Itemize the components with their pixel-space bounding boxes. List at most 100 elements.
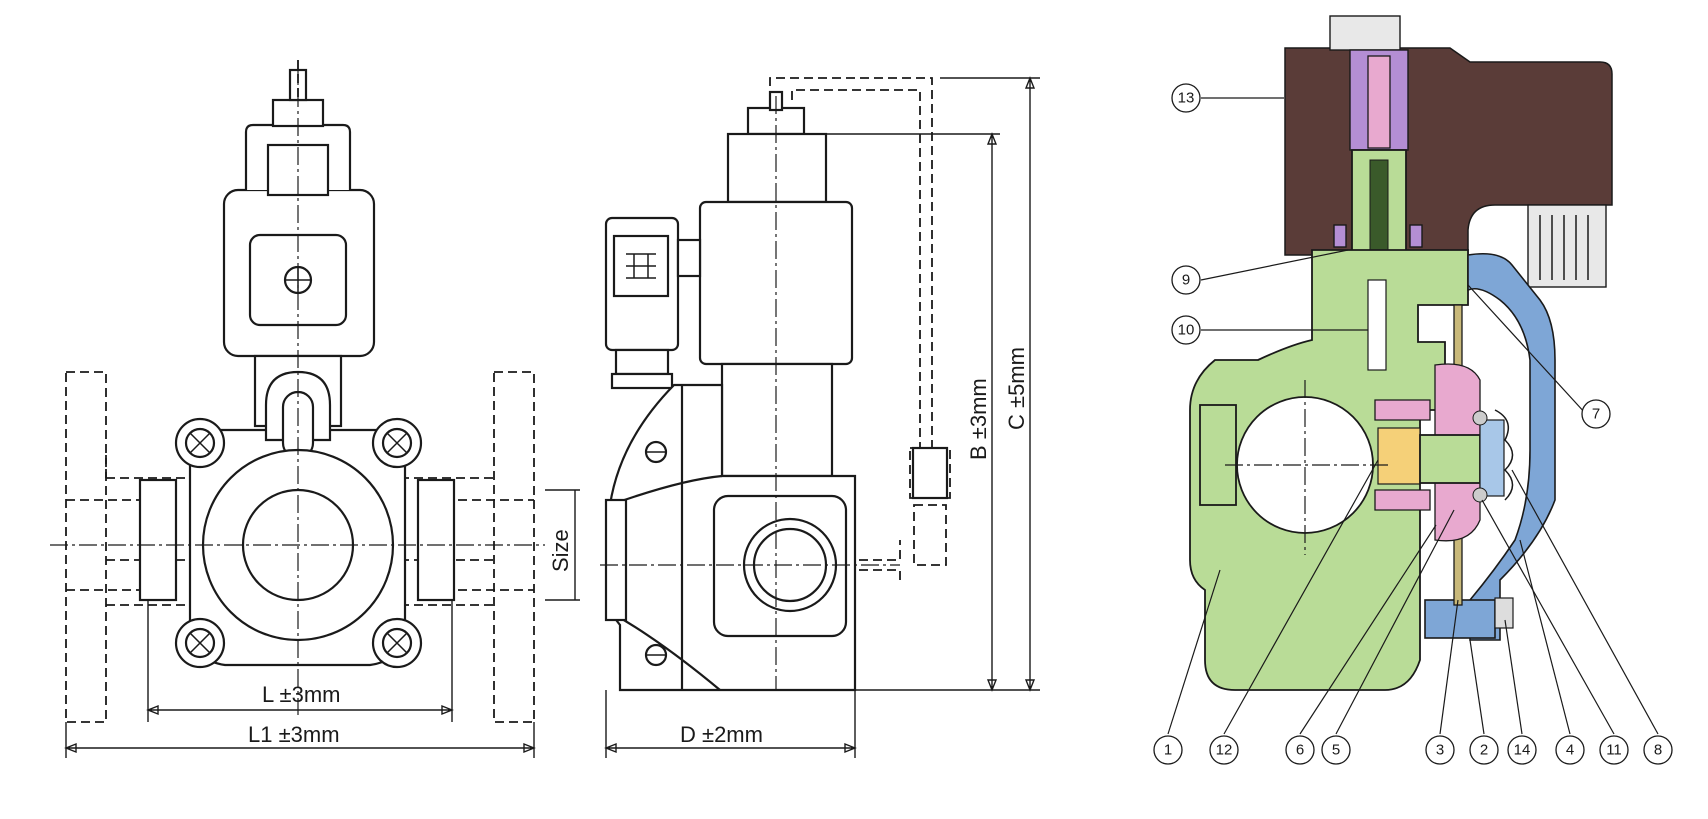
side-body-flange-lip [604,498,628,622]
c-dimension-label: C ±5mm [1004,347,1029,430]
pipe-stub-right [416,478,456,602]
leader-12 [1223,459,1379,735]
side-bolt-marks [646,451,666,656]
svg-text:13: 13 [1178,90,1195,107]
d-extension-lines [605,690,856,758]
callout-10: 10 [1171,315,1201,345]
front-centerlines [50,60,545,715]
l1-dimension-label: L1 ±3mm [248,722,340,747]
leader-2 [1469,639,1485,735]
pin-top [1472,410,1488,426]
diaphragm-spring [1494,409,1514,501]
pin-bottom [1472,487,1488,503]
connector-label-icon [626,253,656,279]
plunger-spring [1369,159,1389,253]
connector-pins [1539,215,1589,280]
callout-7: 7 [1581,399,1611,429]
diaphragm-nut [1479,419,1505,497]
tube-flange-right [1409,224,1423,248]
leader-14 [1504,619,1523,735]
flange-left-hidden [65,371,107,723]
side-coil-cap [726,132,828,204]
svg-text:1: 1 [1164,742,1172,759]
callout-14: 14 [1507,735,1537,765]
seat-insert [1377,427,1421,485]
size-dimension-label: Size [548,529,573,572]
pipe-stub-left [138,478,178,602]
override-hidden-fitting-lower [913,504,947,566]
inlet-flange-lip [1199,404,1237,506]
callout-leaders [1167,97,1659,735]
side-stem-tube [720,362,834,478]
d-dimension-label: D ±2mm [680,722,763,747]
svg-text:5: 5 [1332,742,1340,759]
svg-text:14: 14 [1514,742,1531,759]
connector-base [614,348,670,376]
callouts: 13 9 10 7 1 12 6 5 3 2 14 4 11 8 [1153,83,1673,765]
side-centerlines [600,96,900,690]
cover-bolt [1494,597,1514,629]
top-fitting-section [1329,15,1401,51]
tube-flange-left [1333,224,1347,248]
override-fitting [911,446,949,500]
callout-6: 6 [1285,735,1315,765]
svg-text:3: 3 [1436,742,1444,759]
leader-4 [1519,539,1571,735]
leader-1 [1167,569,1221,735]
l-extension-lines [147,600,453,722]
c-dimension-line [1024,76,1036,692]
cover-bottom [1424,599,1496,639]
diaphragm-clamps [1374,399,1431,511]
side-extension-lines [805,77,1040,691]
svg-text:4: 4 [1566,742,1574,759]
front-dimensions: L ±3mm L1 ±3mm Size [64,489,580,758]
svg-text:7: 7 [1592,406,1600,423]
override-hidden-tube [845,540,901,585]
svg-text:9: 9 [1182,272,1190,289]
callout-12: 12 [1209,735,1239,765]
svg-text:6: 6 [1296,742,1304,759]
callout-9: 9 [1171,265,1201,295]
leader-8 [1511,469,1659,735]
side-view [600,77,951,692]
callout-13: 13 [1171,83,1201,113]
svg-text:2: 2 [1480,742,1488,759]
callout-4: 4 [1555,735,1585,765]
leader-11 [1481,499,1615,735]
leader-3 [1439,599,1459,735]
callout-1: 1 [1153,735,1183,765]
section-centerlines [1225,380,1390,555]
cover-section [1467,252,1556,641]
pilot-passage [1367,279,1387,371]
l1-dimension-line [64,742,536,754]
l-dimension-line [146,704,454,716]
callout-11: 11 [1599,735,1629,765]
fixed-core [1367,55,1391,149]
front-view [50,60,545,723]
l1-extension-lines [65,722,535,758]
callout-2: 2 [1469,735,1499,765]
callout-5: 5 [1321,735,1351,765]
cross-section [1189,15,1613,691]
b-dimension-line [986,132,998,692]
d-dimension-line [604,742,857,754]
callout-8: 8 [1643,735,1673,765]
b-dimension-label: B ±3mm [966,378,991,460]
size-dimension-line [545,489,580,601]
diaphragm-hub [1419,434,1481,484]
leader-5 [1335,509,1455,735]
connector-section [1527,204,1607,288]
connector-plug [610,372,674,390]
svg-text:8: 8 [1654,742,1662,759]
side-dimensions: B ±3mm C ±5mm D ±2mm [604,76,1040,758]
leader-7 [1467,284,1587,415]
svg-text:10: 10 [1178,322,1195,339]
callout-3: 3 [1425,735,1455,765]
connector-gland [676,238,702,278]
leader-9 [1200,249,1349,281]
flange-right-hidden [493,371,535,723]
override-hidden-path [769,77,933,455]
bolt-lugs [174,417,423,669]
